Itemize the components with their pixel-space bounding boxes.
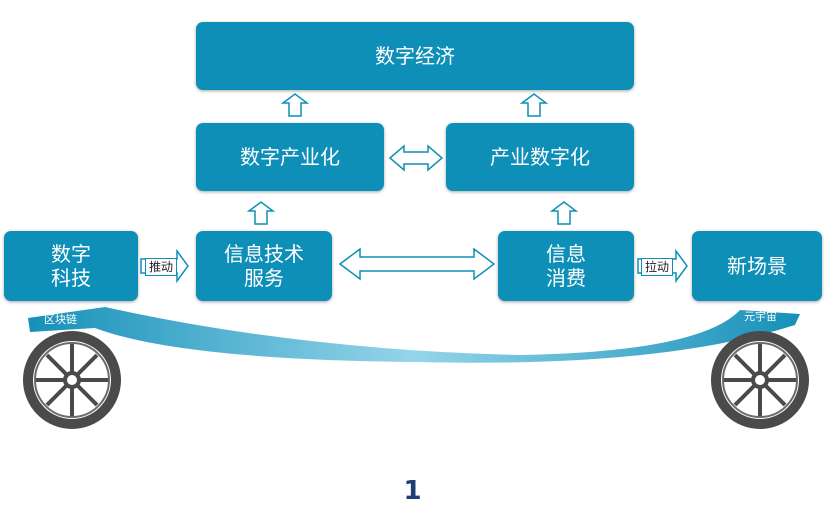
- up-arrow-icon: [549, 201, 579, 225]
- right-wheel-icon: [711, 331, 809, 429]
- info-consumption-box: 信息 消费: [498, 231, 634, 301]
- double-arrow-icon: [338, 247, 496, 281]
- page-number: 1: [403, 476, 422, 506]
- pull-label: 拉动: [641, 258, 674, 276]
- left-wheel-icon: [23, 331, 121, 429]
- new-scenes-box: 新场景: [692, 231, 822, 301]
- up-arrow-icon: [519, 93, 549, 117]
- connecting-band: [28, 307, 800, 363]
- double-arrow-icon: [388, 144, 444, 172]
- industrial-digitalization-box: 产业数字化: [446, 123, 634, 191]
- digital-industrialization-box: 数字产业化: [196, 123, 384, 191]
- push-label: 推动: [145, 258, 178, 276]
- up-arrow-icon: [246, 201, 276, 225]
- metaverse-label: 元宇宙: [744, 310, 777, 323]
- blockchain-label: 区块链: [44, 313, 77, 326]
- up-arrow-icon: [280, 93, 310, 117]
- info-tech-services-box: 信息技术 服务: [196, 231, 332, 301]
- digital-tech-box: 数字 科技: [4, 231, 138, 301]
- digital-economy-box: 数字经济: [196, 22, 634, 90]
